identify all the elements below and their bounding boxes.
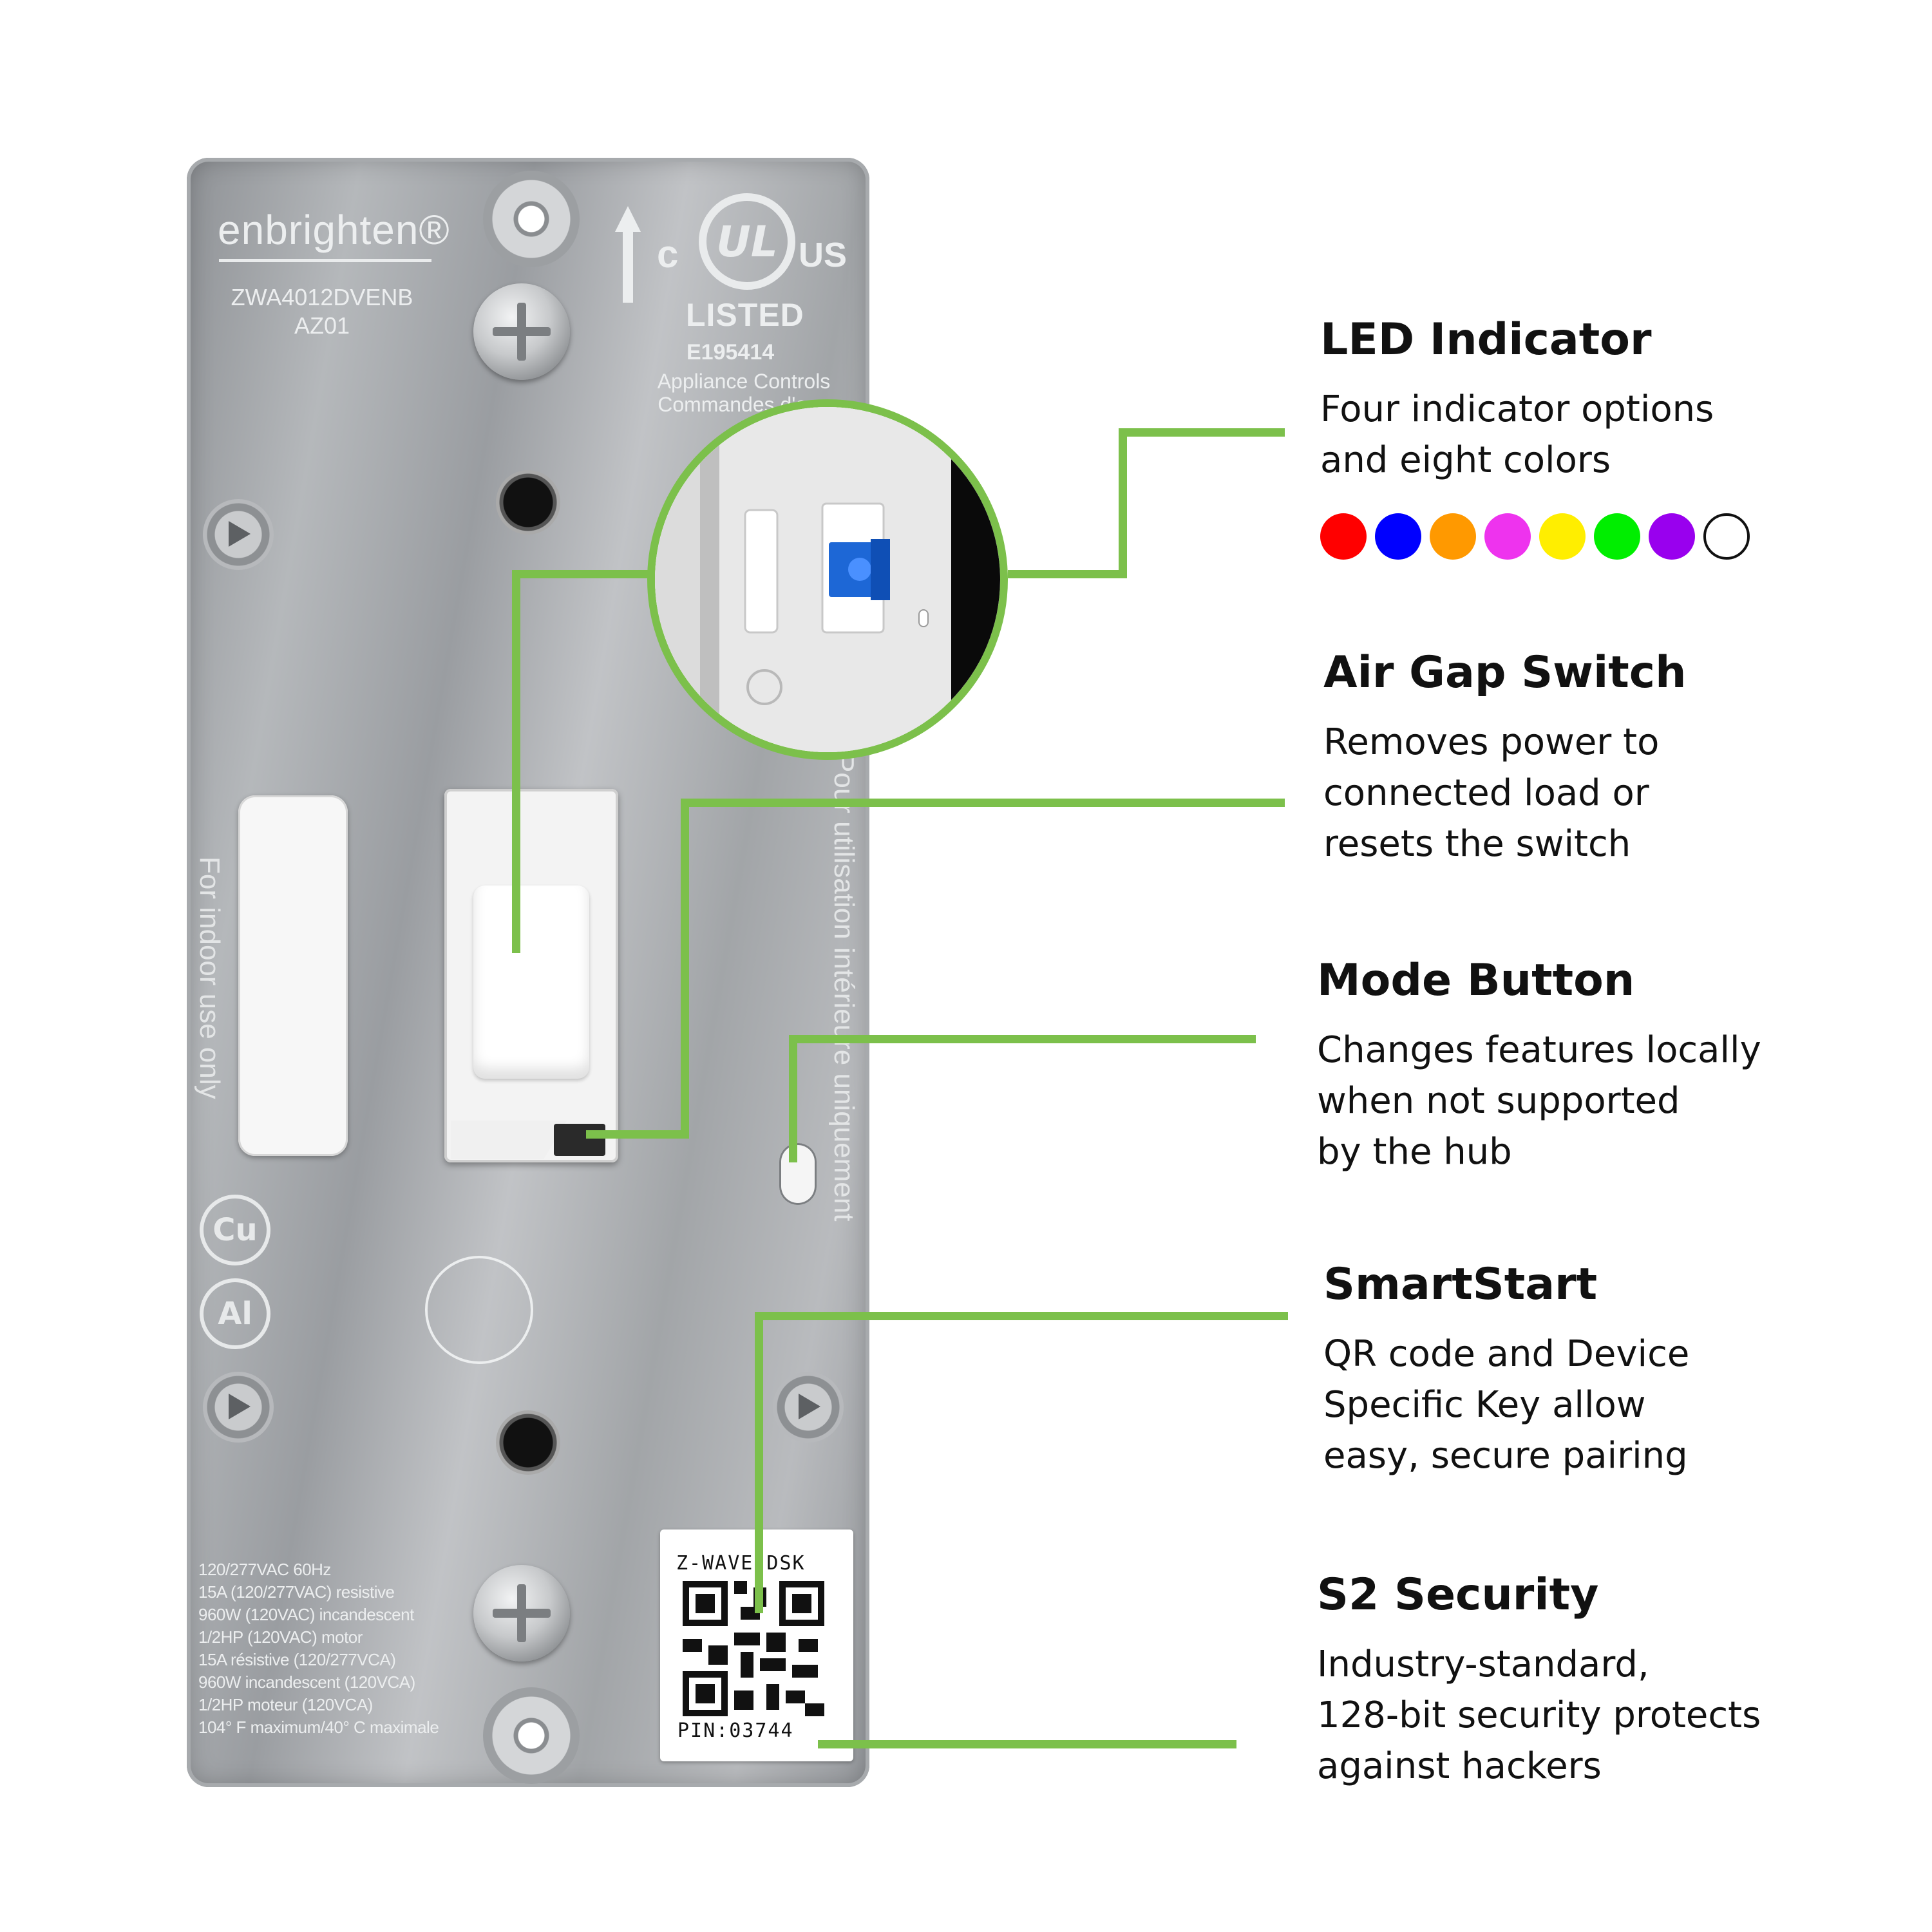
upper-hole	[496, 470, 560, 535]
ul-file-number: E195414	[687, 340, 775, 365]
spec-line: 1/2HP (120VAC) motor	[198, 1627, 363, 1647]
s2-callout-line	[818, 1740, 1236, 1748]
bottom-screw-icon	[473, 1565, 570, 1662]
embossed-circle	[425, 1256, 533, 1364]
bottom-mounting-ring	[483, 1687, 580, 1784]
cert-cu-label: Cu	[213, 1212, 258, 1248]
cu-cert-icon: Cu	[200, 1195, 270, 1265]
lower-hole	[496, 1410, 560, 1475]
led-color-green	[1594, 513, 1640, 560]
led-callout-line-v	[1119, 428, 1127, 578]
led-color-white	[1703, 513, 1750, 560]
feature-desc-smartstart: QR code and Device Specific Key allow ea…	[1323, 1333, 1690, 1477]
led-callout-line-h1	[1008, 570, 1127, 578]
spec-line: 120/277VAC 60Hz	[198, 1560, 331, 1579]
brand-underline	[219, 259, 431, 262]
ul-c-label: c	[657, 232, 679, 276]
spec-line: 960W incandescent (120VCA)	[198, 1672, 415, 1692]
al-cert-icon: Al	[200, 1278, 270, 1349]
qr-code-icon	[683, 1581, 824, 1716]
smartstart-callout-line-v	[755, 1312, 763, 1613]
electrical-specs: 120/277VAC 60Hz 15A (120/277VAC) resistiv…	[198, 1558, 439, 1739]
up-arrow-icon	[615, 206, 641, 303]
model-info: ZWA4012DVENB AZ01	[213, 283, 431, 340]
zoom-callout-line-h	[512, 570, 654, 578]
cert-al-label: Al	[218, 1296, 252, 1332]
led-color-swatches	[1320, 513, 1750, 560]
qr-pin: PIN:03744	[677, 1719, 794, 1742]
ul-logo: UL	[699, 193, 795, 290]
led-color-orange	[1430, 513, 1476, 560]
led-callout-line-h2	[1119, 428, 1285, 437]
feature-desc-s2-security: Industry-standard, 128-bit security prot…	[1317, 1643, 1761, 1787]
model-revision: AZ01	[294, 312, 350, 339]
lower-left-terminal-icon	[203, 1372, 274, 1443]
spec-line: 104° F maximum/40° C maximale	[198, 1718, 439, 1737]
upper-left-terminal-icon	[203, 499, 274, 570]
feature-title-led-indicator: LED Indicator	[1320, 314, 1652, 365]
spec-line: 960W (120VAC) incandescent	[198, 1605, 414, 1624]
spec-line: 15A (120/277VAC) resistive	[198, 1582, 395, 1602]
feature-title-s2-security: S2 Security	[1317, 1569, 1599, 1620]
brand-logo: enbrighten®	[218, 207, 450, 253]
led-zoom-illustration	[655, 407, 1000, 752]
led-color-red	[1320, 513, 1367, 560]
feature-title-air-gap-switch: Air Gap Switch	[1323, 647, 1687, 698]
spec-line: 15A résistive (120/277VCA)	[198, 1650, 396, 1669]
ul-mark: UL	[716, 216, 778, 267]
top-mounting-ring	[483, 171, 580, 267]
interior-use-text: Pour utilisation intérieure uniquement	[828, 753, 860, 1222]
air-gap-slot	[554, 1124, 605, 1156]
feature-title-smartstart: SmartStart	[1323, 1259, 1598, 1310]
airgap-callout-line-h2	[681, 799, 1285, 807]
lower-right-terminal-icon	[773, 1372, 844, 1443]
air-gap-tab[interactable]	[451, 1121, 567, 1159]
qr-header: Z-WAVE DSK	[676, 1552, 806, 1575]
led-zoom-inset	[647, 399, 1008, 760]
feature-desc-mode-button: Changes features locally when not suppor…	[1317, 1029, 1761, 1173]
mode-button[interactable]	[779, 1143, 817, 1205]
mode-callout-line-v	[789, 1035, 797, 1162]
feature-title-mode-button: Mode Button	[1317, 955, 1635, 1006]
led-color-pink	[1484, 513, 1531, 560]
feature-desc-air-gap-switch: Removes power to connected load or reset…	[1323, 721, 1660, 865]
airgap-callout-line-h1	[586, 1130, 689, 1139]
led-color-blue	[1375, 513, 1421, 560]
model-number: ZWA4012DVENB	[231, 284, 413, 310]
toggle-paddle[interactable]	[473, 886, 589, 1079]
airgap-callout-line-v	[681, 799, 689, 1139]
feature-desc-led-indicator: Four indicator options and eight colors	[1320, 388, 1714, 481]
top-screw-icon	[473, 283, 570, 380]
led-color-yellow	[1539, 513, 1586, 560]
left-white-tab	[238, 795, 348, 1156]
indoor-use-text: For indoor use only	[194, 857, 225, 1099]
smartstart-callout-line-h	[755, 1312, 1288, 1320]
zoom-callout-line-v	[512, 570, 520, 953]
spec-line: 1/2HP moteur (120VCA)	[198, 1695, 373, 1714]
led-color-purple	[1649, 513, 1695, 560]
mode-callout-line-h	[789, 1035, 1256, 1043]
ul-us-label: US	[799, 236, 848, 274]
ul-listed-label: LISTED	[686, 297, 804, 333]
